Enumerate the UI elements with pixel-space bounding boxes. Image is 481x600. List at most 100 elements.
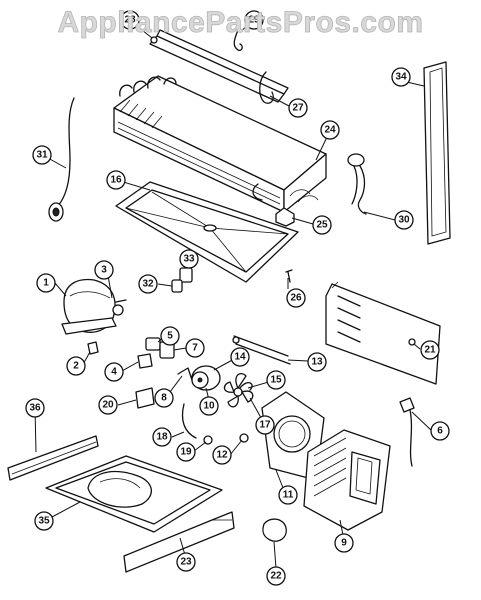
svg-text:33: 33 [183, 254, 195, 265]
svg-text:7: 7 [192, 343, 198, 354]
svg-text:25: 25 [316, 220, 328, 231]
svg-text:26: 26 [290, 293, 302, 304]
svg-text:3: 3 [101, 265, 107, 276]
callout-16: 16 [106, 170, 126, 190]
svg-text:24: 24 [324, 125, 336, 136]
svg-text:9: 9 [341, 538, 347, 549]
callout-32: 32 [138, 274, 158, 294]
part-base-tray [45, 455, 223, 533]
svg-text:2: 2 [73, 361, 79, 372]
svg-text:1: 1 [43, 278, 49, 289]
callout-24: 24 [320, 120, 340, 140]
part-rail-bar [149, 29, 289, 103]
part-rear-plate [123, 511, 235, 573]
callout-12: 12 [212, 445, 232, 465]
svg-text:30: 30 [398, 215, 410, 226]
svg-text:23: 23 [180, 557, 192, 568]
part-fan-motor [191, 365, 221, 391]
svg-text:16: 16 [110, 175, 122, 186]
part-capacitor [135, 387, 155, 409]
svg-text:19: 19 [180, 447, 192, 458]
callout-5: 5 [160, 326, 180, 346]
callout-18: 18 [152, 427, 172, 447]
callout-34: 34 [391, 67, 411, 87]
callout-10: 10 [199, 396, 219, 416]
callout-2: 2 [66, 356, 86, 376]
part-compressor [61, 278, 127, 335]
part-grommet-bottom [171, 279, 183, 293]
svg-text:6: 6 [437, 426, 443, 437]
callout-29: 29 [244, 10, 264, 30]
part-fitting [87, 341, 99, 355]
callout-33: 33 [179, 249, 199, 269]
callout-27: 27 [288, 98, 308, 118]
part-foot [262, 518, 287, 542]
svg-text:27: 27 [292, 103, 304, 114]
callout-6: 6 [430, 421, 450, 441]
callout-23: 23 [176, 552, 196, 572]
svg-text:14: 14 [234, 352, 246, 363]
callout-9: 9 [334, 533, 354, 553]
callout-15: 15 [266, 370, 286, 390]
svg-text:12: 12 [216, 450, 228, 461]
part-drain-tube [48, 97, 75, 222]
svg-text:20: 20 [102, 400, 114, 411]
svg-text:4: 4 [111, 367, 117, 378]
part-cover [137, 353, 153, 369]
svg-text:15: 15 [270, 375, 282, 386]
svg-text:21: 21 [424, 345, 436, 356]
part-wire-loop [259, 71, 274, 104]
part-thermostat [347, 153, 367, 215]
callout-30: 30 [394, 210, 414, 230]
part-clip [177, 367, 193, 381]
svg-text:29: 29 [248, 15, 260, 26]
callout-8: 8 [154, 388, 174, 408]
callout-19: 19 [176, 442, 196, 462]
part-drain-pan [115, 181, 299, 283]
svg-text:11: 11 [283, 490, 294, 501]
svg-text:35: 35 [38, 516, 50, 527]
part-power-cord [399, 397, 415, 467]
part-hook [233, 29, 243, 52]
svg-text:36: 36 [29, 403, 41, 414]
part-side-panel [423, 61, 451, 245]
callout-26: 26 [286, 288, 306, 308]
svg-text:31: 31 [36, 150, 48, 161]
callout-17: 17 [255, 415, 275, 435]
svg-text:8: 8 [161, 393, 167, 404]
callout-21: 21 [420, 340, 440, 360]
part-tube [232, 335, 291, 365]
part-front-strip [7, 435, 99, 481]
callout-20: 20 [98, 395, 118, 415]
callout-1: 1 [36, 273, 56, 293]
callout-3: 3 [94, 260, 114, 280]
callout-28: 28 [120, 10, 140, 30]
svg-text:17: 17 [259, 420, 271, 431]
svg-text:22: 22 [270, 571, 282, 582]
callout-13: 13 [307, 352, 327, 372]
part-bracket [275, 207, 295, 227]
svg-text:5: 5 [167, 331, 173, 342]
svg-text:34: 34 [395, 72, 407, 83]
part-condenser [303, 429, 391, 531]
callout-11: 11 [278, 485, 298, 505]
part-fan-blade [223, 373, 254, 408]
svg-text:10: 10 [203, 401, 215, 412]
callout-4: 4 [104, 362, 124, 382]
callout-31: 31 [32, 145, 52, 165]
part-back-panel [325, 281, 441, 385]
callout-35: 35 [34, 511, 54, 531]
svg-text:32: 32 [142, 279, 154, 290]
callout-7: 7 [185, 338, 205, 358]
svg-text:28: 28 [124, 15, 136, 26]
part-relay [145, 337, 161, 351]
callout-36: 36 [25, 398, 45, 418]
svg-text:13: 13 [311, 357, 323, 368]
callout-25: 25 [312, 215, 332, 235]
callout-14: 14 [230, 347, 250, 367]
svg-text:18: 18 [156, 432, 168, 443]
callout-22: 22 [266, 566, 286, 586]
part-strap [181, 403, 197, 439]
